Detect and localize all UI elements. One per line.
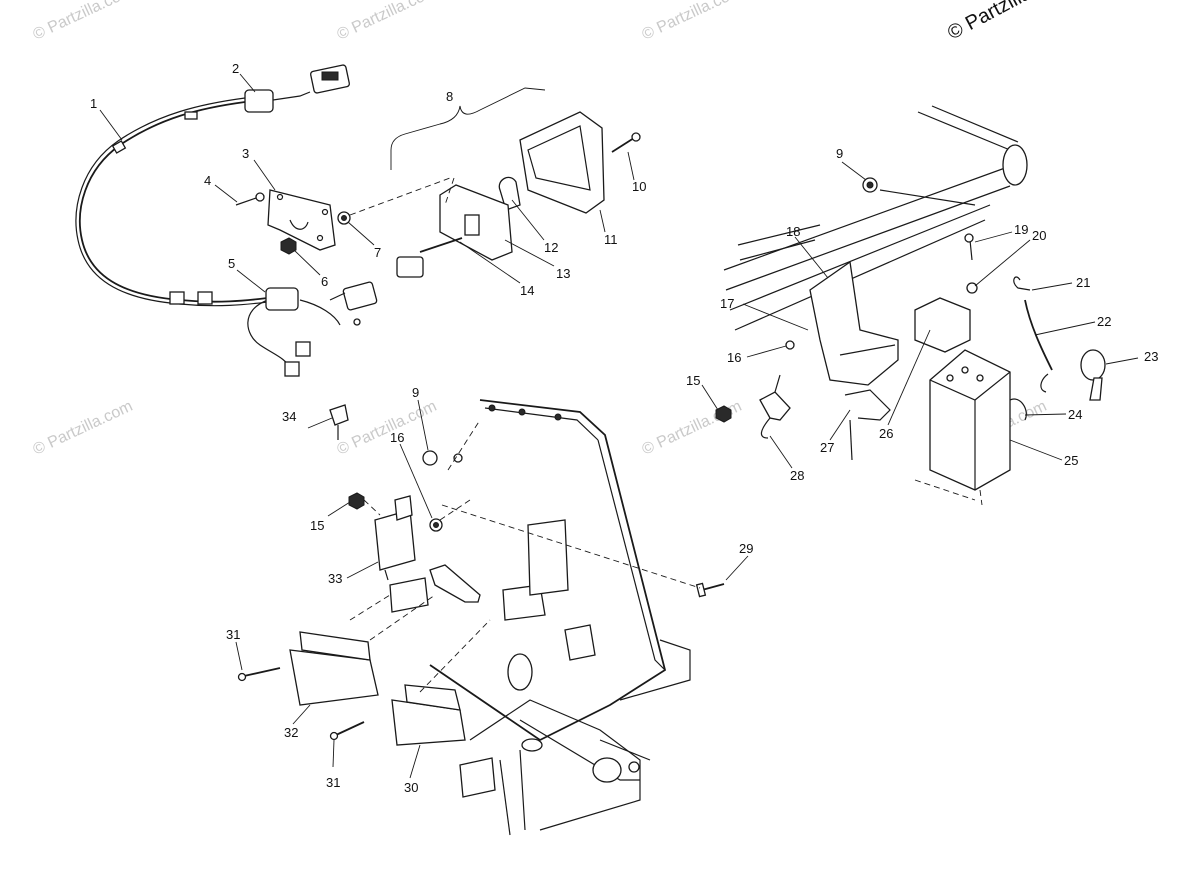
dashed-guides	[349, 419, 701, 693]
callout-29: 29	[739, 541, 753, 556]
part-13-housing	[439, 184, 513, 261]
part-15-nut-top	[715, 405, 732, 423]
callout-19: 19	[1014, 222, 1028, 237]
part-2-switch	[244, 64, 350, 113]
part-16-clip-bottom	[429, 518, 443, 532]
callout-labels: 1 2 3 4 5 6 7 8 9 10 11 12 13 14 15 16 1…	[90, 61, 1158, 795]
callout-33: 33	[328, 571, 342, 586]
mount-panel	[429, 399, 667, 742]
frame-rear	[723, 105, 1028, 331]
part-21-clip	[1013, 276, 1031, 291]
callout-5: 5	[228, 256, 235, 271]
callout-34: 34	[282, 409, 296, 424]
part-32-cover	[289, 631, 379, 706]
callout-31-lower: 31	[326, 775, 340, 790]
mount-bracket	[389, 564, 481, 613]
part-16-clip-top	[785, 340, 795, 350]
part-30-cover	[391, 684, 466, 746]
watermark-text: © Partzilla.com	[640, 398, 745, 459]
callout-30: 30	[404, 780, 418, 795]
wiring-harness	[75, 97, 361, 377]
callout-15: 15	[686, 373, 700, 388]
frame-lower	[459, 639, 691, 836]
callout-14: 14	[520, 283, 534, 298]
callout-26: 26	[879, 426, 893, 441]
part-20-washer	[966, 282, 978, 294]
callout-21: 21	[1076, 275, 1090, 290]
part-9-clip-top	[862, 177, 878, 193]
part-24-vent-tube	[1009, 398, 1027, 421]
callout-1: 1	[90, 96, 97, 111]
part-15-nut-bottom	[348, 492, 365, 510]
watermark-text: © Partzilla.com	[335, 0, 440, 44]
part-12-bulb	[498, 176, 521, 211]
part-29-bolt	[695, 582, 725, 598]
part-31-screw-lower	[329, 721, 365, 741]
part-8-group-bracket	[390, 87, 546, 170]
callout-24: 24	[1068, 407, 1082, 422]
copyright-text: © Partzilla	[944, 0, 1036, 44]
watermark-text: © Partzilla.com	[640, 0, 745, 44]
part-7-washer	[337, 211, 351, 225]
leader-lines	[99, 73, 1139, 779]
callout-11: 11	[604, 232, 618, 247]
part-4-screw	[235, 192, 265, 206]
callout-16: 16	[727, 350, 741, 365]
part-28-regulator	[759, 374, 791, 439]
callout-22: 22	[1097, 314, 1111, 329]
part-5-switch	[265, 281, 378, 311]
callout-4: 4	[204, 173, 211, 188]
part-3-plate	[267, 189, 336, 251]
callout-20: 20	[1032, 228, 1046, 243]
part-22-strap	[1024, 299, 1053, 393]
part-33-flasher	[374, 495, 416, 581]
callout-18: 18	[786, 224, 800, 239]
callout-23: 23	[1144, 349, 1158, 364]
part-19-bolt	[964, 233, 974, 261]
callout-16-lower: 16	[390, 430, 404, 445]
callout-27: 27	[820, 440, 834, 455]
callout-25: 25	[1064, 453, 1078, 468]
callout-7: 7	[374, 245, 381, 260]
callout-9: 9	[836, 146, 843, 161]
callout-10: 10	[632, 179, 646, 194]
part-18-bracket	[809, 260, 899, 461]
watermark-text: © Partzilla.com	[31, 0, 136, 44]
part-14-socket	[396, 237, 463, 278]
callout-6: 6	[321, 274, 328, 289]
part-26-pad	[914, 297, 971, 353]
callout-12: 12	[544, 240, 558, 255]
callout-13: 13	[556, 266, 570, 281]
callout-3: 3	[242, 146, 249, 161]
part-10-screw	[611, 132, 641, 153]
callout-32: 32	[284, 725, 298, 740]
part-31-screw-upper	[237, 667, 281, 682]
watermarks: © Partzilla.com © Partzilla.com © Partzi…	[31, 0, 1050, 459]
callout-17: 17	[720, 296, 734, 311]
callout-28: 28	[790, 468, 804, 483]
callout-31: 31	[226, 627, 240, 642]
part-11-lens	[519, 111, 605, 214]
part-34-bulb	[329, 404, 349, 440]
part-25-battery	[929, 349, 1011, 491]
callout-15-lower: 15	[310, 518, 324, 533]
callout-8: 8	[446, 89, 453, 104]
part-6-nut	[280, 237, 297, 255]
callout-2: 2	[232, 61, 239, 76]
watermark-text: © Partzilla.com	[31, 398, 136, 459]
callout-9-lower: 9	[412, 385, 419, 400]
part-23-key	[1080, 349, 1106, 401]
part-9-clip-bottom	[422, 450, 463, 466]
